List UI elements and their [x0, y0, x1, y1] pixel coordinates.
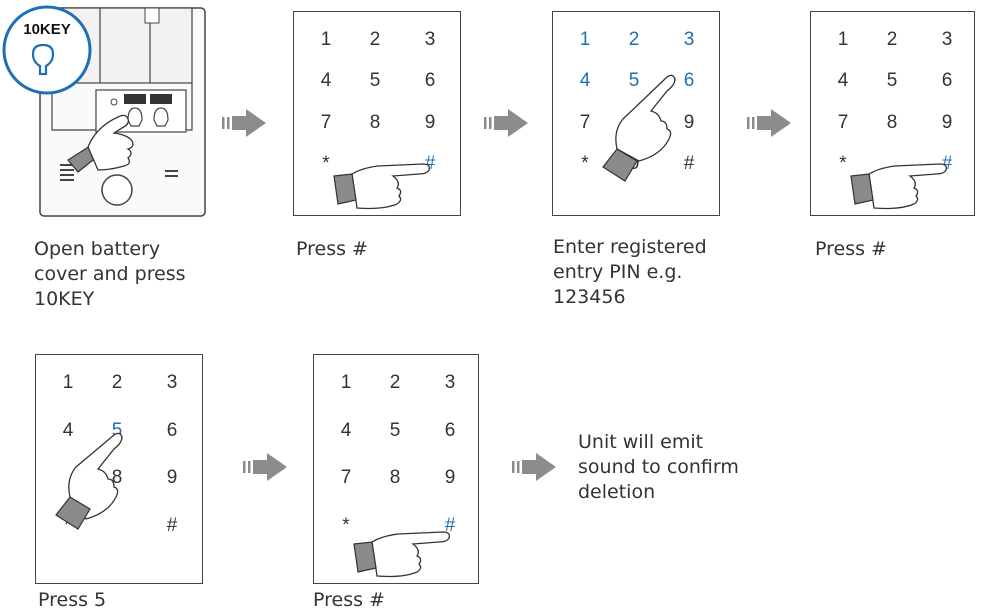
arrow-right-icon — [484, 109, 528, 137]
key-3: 3 — [424, 29, 436, 50]
key-1: 1 — [320, 29, 332, 50]
pointing-hand-icon — [67, 114, 134, 173]
pointing-hand-icon — [602, 74, 676, 182]
key-5: 5 — [369, 70, 381, 92]
caption-press-5: Press 5 — [38, 589, 107, 611]
key-hash: # — [444, 514, 456, 536]
keypad-panel-press-hash-3: 1 2 3 4 5 6 7 8 9 * # — [313, 354, 479, 584]
key-9: 9 — [444, 467, 456, 488]
keypad-panel-press-5: 1 2 3 4 5 6 8 9 * # — [35, 354, 203, 584]
key-3: 3 — [444, 372, 456, 393]
caption-confirm-deletion: Unit will emit sound to confirm deletion — [578, 431, 739, 503]
key-hash: # — [683, 152, 695, 174]
key-8: 8 — [369, 111, 381, 133]
arrow-right-icon — [747, 109, 791, 137]
caption-press-hash: Press # — [296, 238, 368, 260]
key-9: 9 — [683, 111, 695, 133]
key-4: 4 — [340, 419, 352, 441]
caption-press-hash: Press # — [313, 589, 385, 611]
key-2: 2 — [111, 372, 123, 393]
key-9: 9 — [424, 111, 436, 133]
key-5: 5 — [628, 70, 640, 92]
arrow-right-icon — [243, 453, 287, 481]
arrow-right-icon — [222, 109, 266, 137]
key-5: 5 — [111, 419, 123, 441]
pointing-hand-icon — [55, 432, 123, 530]
key-7: 7 — [320, 111, 332, 133]
key-3: 3 — [941, 29, 953, 50]
key-1: 1 — [340, 372, 352, 393]
key-4: 4 — [320, 70, 332, 92]
key-2: 2 — [389, 372, 401, 393]
key-2: 2 — [628, 29, 640, 50]
battery-cover-illustration: 10KEY — [0, 0, 215, 230]
key-8: 8 — [886, 111, 898, 133]
key-1: 1 — [579, 29, 591, 50]
key-star: * — [342, 514, 350, 536]
key-star: * — [64, 514, 72, 536]
key-hash: # — [941, 152, 953, 174]
key-star: * — [581, 152, 589, 174]
key-star: * — [839, 152, 847, 174]
keypad-panel-press-hash-2: 1 2 3 4 5 6 7 8 9 * # — [810, 11, 975, 216]
key-6: 6 — [941, 70, 953, 92]
key-4: 4 — [579, 70, 591, 92]
key-hash: # — [424, 152, 436, 174]
key-6: 6 — [444, 419, 456, 441]
10key-badge-label: 10KEY — [23, 21, 71, 38]
key-5: 5 — [886, 70, 898, 92]
key-hash: # — [166, 514, 178, 536]
caption-enter-pin: Enter registered entry PIN e.g. 123456 — [553, 236, 707, 308]
caption-press-hash: Press # — [815, 238, 887, 260]
caption-open-cover: Open battery cover and press 10KEY — [34, 238, 186, 310]
pointing-hand-icon — [353, 531, 451, 578]
key-5: 5 — [389, 419, 401, 441]
key-2: 2 — [886, 29, 898, 50]
key-3: 3 — [683, 29, 695, 50]
key-3: 3 — [166, 372, 178, 393]
key-star: * — [322, 152, 330, 174]
key-7: 7 — [837, 111, 849, 133]
key-4: 4 — [62, 419, 74, 441]
key-6: 6 — [424, 70, 436, 92]
key-2: 2 — [369, 29, 381, 50]
key-9: 9 — [941, 111, 953, 133]
key-7: 7 — [579, 111, 591, 133]
pointing-hand-icon — [333, 163, 431, 210]
key-9: 9 — [166, 467, 178, 488]
key-8: 8 — [389, 467, 401, 488]
key-6: 6 — [683, 70, 695, 92]
key-1: 1 — [62, 372, 74, 393]
key-8: 8 — [111, 467, 123, 488]
key-6: 6 — [166, 419, 178, 441]
key-1: 1 — [837, 29, 849, 50]
arrow-right-icon — [512, 453, 556, 481]
key-7: 7 — [340, 467, 352, 488]
key-4: 4 — [837, 70, 849, 92]
keypad-panel-press-hash-1: 1 2 3 4 5 6 7 8 9 * # — [293, 11, 461, 216]
pointing-hand-icon — [850, 163, 948, 210]
